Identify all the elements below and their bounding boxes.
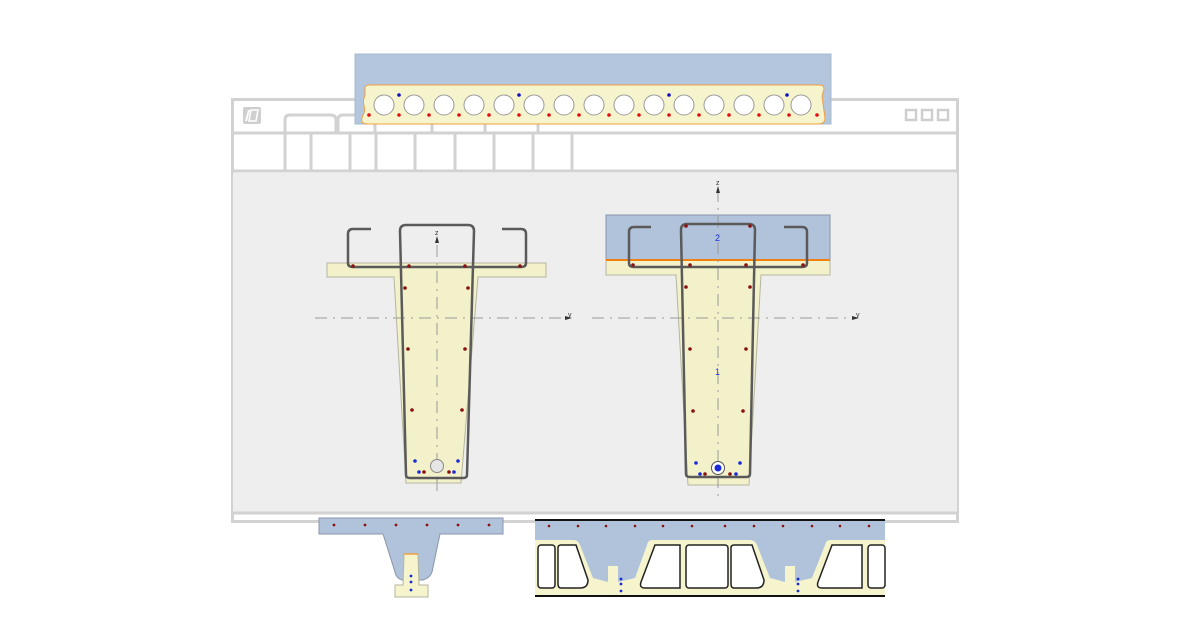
toolbar xyxy=(283,120,574,171)
app-logo-icon[interactable] xyxy=(243,107,261,124)
tab-2[interactable] xyxy=(336,113,360,134)
maximize-box[interactable] xyxy=(920,108,934,122)
axis-label-z-left: z xyxy=(435,230,439,237)
part-label-topping: 2 xyxy=(715,233,721,243)
section-left xyxy=(315,223,572,495)
minimize-box[interactable] xyxy=(904,108,918,122)
axis-label-y-right: y xyxy=(856,312,860,319)
axis-label-z-right: z xyxy=(716,180,720,187)
axis-label-y-left: y xyxy=(568,312,572,319)
canvas-area xyxy=(233,173,957,512)
section-right xyxy=(592,186,859,498)
bottom-left-section xyxy=(318,517,504,598)
close-box[interactable] xyxy=(936,108,950,122)
duct-empty xyxy=(430,459,444,473)
tab-1[interactable] xyxy=(283,113,338,134)
hollow-core-slab xyxy=(354,53,832,125)
part-label-web: 1 xyxy=(715,367,721,377)
bottom-right-floor xyxy=(535,519,886,597)
